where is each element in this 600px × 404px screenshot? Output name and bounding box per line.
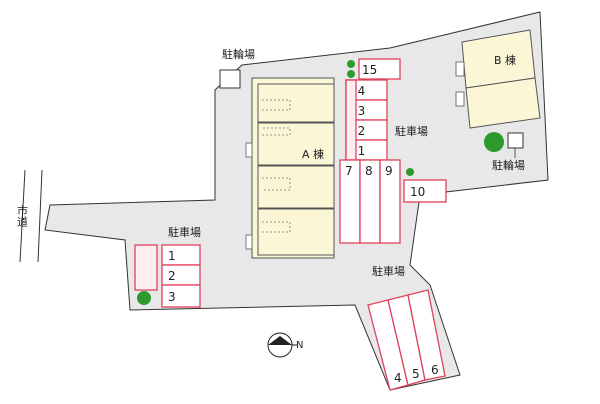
parking-west-label: 駐車場	[168, 225, 201, 239]
building-b-entry-1	[455, 61, 465, 77]
tree-icon	[406, 168, 414, 176]
parking-space-10	[403, 179, 447, 203]
building-b-unit-2	[465, 77, 541, 129]
road-edge-line	[19, 169, 26, 263]
parking-space-2-label: 2	[168, 269, 176, 283]
parking-space-8-label: 8	[365, 164, 373, 178]
tree-icon	[347, 70, 355, 78]
building-a-stair-4	[262, 221, 291, 233]
parking-west: 1 2 3	[134, 244, 201, 308]
building-a-entry-1	[245, 142, 253, 158]
building-a-unit-3	[257, 165, 335, 209]
parking-space-7-label: 7	[345, 164, 353, 178]
building-a-unit-2	[257, 122, 335, 166]
building-b-label: B 棟	[494, 53, 516, 67]
bike-parking-b-label: 駐輪場	[492, 158, 525, 172]
building-b: B 棟	[455, 29, 541, 129]
north-label: N	[296, 340, 303, 351]
building-a-label: A 棟	[302, 147, 324, 161]
building-a-entry-2	[245, 234, 253, 250]
building-a-stair-2	[262, 127, 291, 136]
building-a-unit-4	[257, 208, 335, 256]
compass-north-icon: N	[267, 332, 303, 358]
tree-icon	[347, 60, 355, 68]
road-label-1: 市道	[16, 204, 29, 227]
building-a-stair-3	[262, 177, 291, 191]
parking-south-label: 駐車場	[372, 264, 405, 278]
bike-parking-a-shed	[219, 69, 241, 89]
parking-space-1-label: 1	[168, 249, 176, 263]
building-a-unit-1	[257, 83, 335, 123]
parking-center-label: 駐車場	[395, 124, 428, 138]
parking-space-3	[161, 284, 201, 308]
tree-icon	[484, 132, 504, 152]
parking-space-5-label: 5	[412, 367, 420, 381]
parking-space-15	[358, 58, 401, 80]
parking-space-15-label: 15	[362, 63, 377, 77]
parking-south: 4 5 6	[367, 289, 446, 391]
parking-space-4-label: 4	[394, 371, 402, 385]
bike-parking-b-shed	[507, 132, 524, 149]
tree-icon	[137, 291, 151, 305]
parking-space-6	[407, 289, 446, 381]
parking-space-3-label: 3	[168, 290, 176, 304]
parking-west-extra	[134, 244, 158, 291]
building-a-stair-1	[262, 99, 291, 111]
parking-space-6-label: 6	[431, 363, 439, 377]
parking-space-9-label: 9	[385, 164, 393, 178]
parking-space-10-label: 10	[410, 185, 425, 199]
parking-center-row: 7 8 9	[339, 159, 401, 244]
parking-space-9	[379, 159, 401, 244]
building-a: A 棟	[245, 77, 335, 259]
road-edge-line-2	[37, 169, 43, 263]
bike-parking-a-label: 駐輪場	[222, 47, 255, 61]
building-b-entry-2	[455, 91, 465, 107]
parking-north-strip	[345, 79, 357, 161]
